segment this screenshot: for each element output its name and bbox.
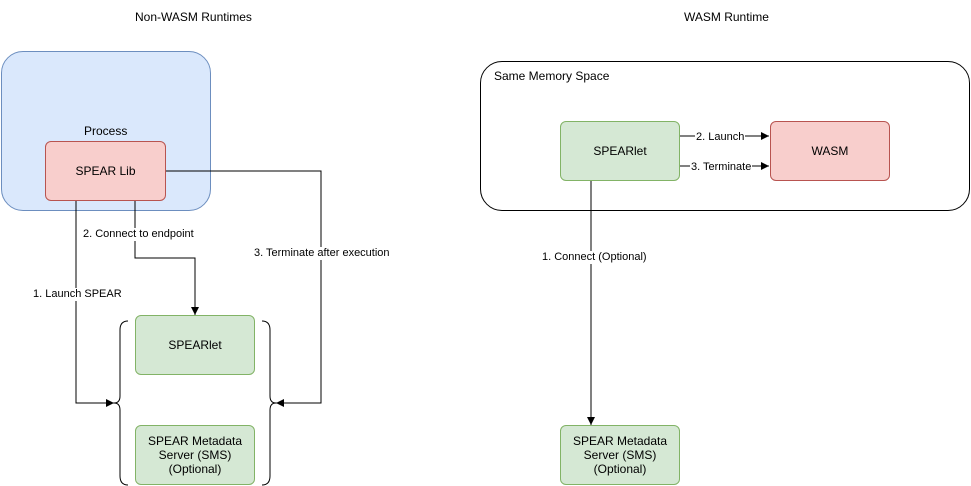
edge-label-connect-optional: 1. Connect (Optional) [541, 251, 648, 264]
edge-connect-endpoint [134, 201, 199, 315]
process-label: Process [84, 124, 128, 138]
edge-label-launch-wasm: 2. Launch [695, 131, 746, 144]
left-curly-brace [113, 320, 129, 486]
edge-label-launch-spear: 1. Launch SPEAR [32, 288, 123, 301]
sms-node-right: SPEAR Metadata Server (SMS) (Optional) [560, 425, 680, 485]
edge-label-connect-endpoint: 2. Connect to endpoint [82, 228, 195, 241]
edge-terminate-after-execution [165, 170, 322, 407]
spear-lib-node: SPEAR Lib [45, 141, 166, 201]
edge-label-terminate-wasm: 3. Terminate [690, 161, 753, 174]
spearlet-node-right: SPEARlet [560, 121, 680, 181]
memory-space-label: Same Memory Space [494, 69, 610, 83]
spearlet-node-left: SPEARlet [135, 315, 255, 375]
right-curly-brace [261, 320, 277, 486]
sms-node-left: SPEAR Metadata Server (SMS) (Optional) [135, 425, 255, 485]
wasm-node: WASM [770, 121, 890, 181]
edge-launch-spear [75, 201, 114, 407]
title-non-wasm: Non-WASM Runtimes [135, 10, 252, 24]
edge-label-terminate-after-execution: 3. Terminate after execution [253, 247, 391, 260]
title-wasm: WASM Runtime [684, 10, 769, 24]
